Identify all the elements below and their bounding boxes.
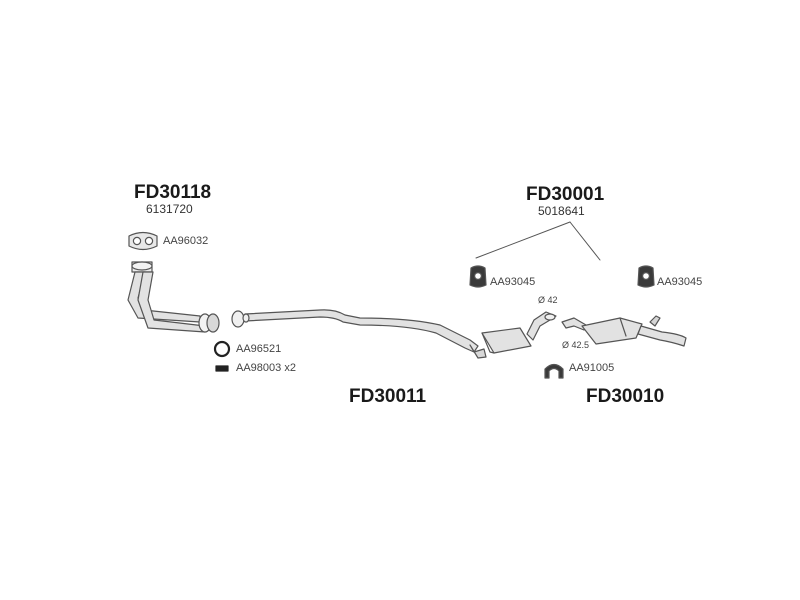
- o-ring-icon: [213, 340, 231, 358]
- rear-silencer-code: FD30010: [586, 386, 665, 407]
- clamp-bar-icon: [215, 365, 229, 372]
- clamp-part-code: AA98003: [236, 362, 282, 374]
- pipe-diameter-42-5: Ø 42.5: [562, 340, 590, 350]
- hanger-mid-part-number: AA93045: [490, 276, 536, 288]
- middle-silencer: [469, 311, 557, 359]
- rubber-hanger-icon: [544, 363, 564, 379]
- hanger-rubber-part-number: AA91005: [569, 362, 615, 374]
- clamp-part-number: AA98003 x2: [236, 363, 296, 374]
- gasket-part-number: AA96032: [163, 235, 209, 247]
- flange-gasket-icon: [128, 231, 158, 251]
- front-pipe-code: FD30118: [134, 182, 212, 203]
- middle-silencer-code: FD30001: [526, 184, 605, 205]
- rubber-hanger-icon: [637, 265, 655, 288]
- ring-part-number: AA96521: [236, 343, 282, 355]
- pipe-diameter-42: Ø 42: [538, 295, 558, 305]
- joint-ring: [231, 310, 245, 328]
- rubber-hanger-icon: [469, 265, 487, 288]
- hanger-rear-part-number: AA93045: [657, 276, 703, 288]
- front-pipe-oe-ref: 6131720: [146, 202, 193, 216]
- front-pipe: [127, 261, 220, 333]
- middle-pipe-code: FD30011: [349, 386, 427, 407]
- leader-lines: [475, 221, 601, 261]
- rear-silencer: [561, 315, 687, 347]
- clamp-quantity: x2: [284, 362, 296, 374]
- middle-silencer-oe-ref: 5018641: [538, 204, 585, 218]
